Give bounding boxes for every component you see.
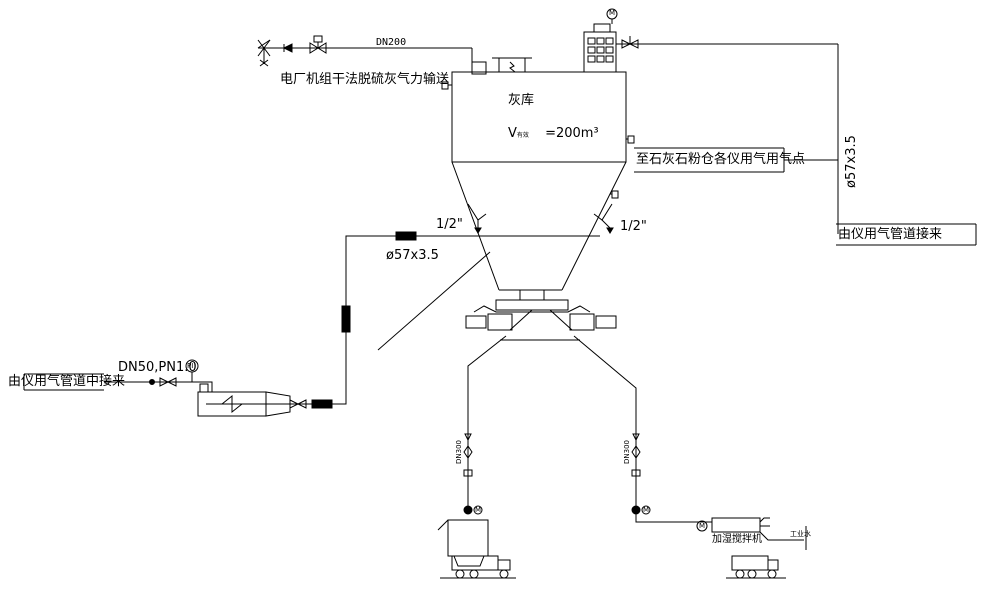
left-motor-label: M bbox=[475, 506, 482, 514]
dn50-pn-label: DN50,PN1.0 bbox=[118, 360, 197, 375]
silo-volume-value: =200m³ bbox=[545, 126, 599, 141]
air-heater-icon bbox=[197, 383, 291, 417]
silo-name-label: 灰库 bbox=[508, 93, 535, 108]
label-box-limestone bbox=[634, 147, 785, 173]
ash-silo bbox=[451, 61, 627, 291]
pressure-relief-valve-icon bbox=[492, 57, 532, 73]
dn200-check-valve-icon bbox=[282, 43, 293, 53]
right-discharge-line bbox=[573, 335, 712, 523]
nozzle-right-icon bbox=[593, 203, 614, 234]
nozzle-right-label: 1/2" bbox=[620, 219, 647, 234]
right-motor-label: M bbox=[643, 506, 650, 514]
dn300-left-label: DN300 bbox=[455, 440, 463, 464]
discharge-assembly bbox=[465, 289, 617, 341]
left-discharge-line bbox=[437, 335, 507, 567]
right-tanker-truck-icon bbox=[726, 555, 786, 579]
process-water-label: 工业水 bbox=[790, 530, 811, 538]
silo-volume-sub: 有效 bbox=[516, 132, 529, 139]
dn200-gate-valve-icon bbox=[309, 35, 327, 54]
silo-volume-prefix: V bbox=[508, 126, 517, 141]
power-plant-feed-label: 电厂机组干法脱硫灰气力输送 bbox=[280, 72, 450, 87]
aeration-air-line-left bbox=[206, 231, 494, 409]
label-box-instrument-air-right bbox=[836, 223, 977, 246]
pi-tag-label: PI bbox=[187, 362, 194, 370]
humidifier-mixer-label: 加湿搅拌机 bbox=[712, 534, 762, 545]
instrument-air-line-left bbox=[23, 359, 213, 392]
process-water-line bbox=[759, 526, 807, 550]
pipe-spec-left-label: ø57x3.5 bbox=[386, 248, 439, 263]
fan-motor-label: M bbox=[609, 9, 616, 17]
air-valve-right-icon bbox=[621, 36, 639, 49]
left-tanker-truck-icon bbox=[440, 555, 516, 579]
dn300-right-label: DN300 bbox=[623, 440, 631, 464]
dn200-label: DN200 bbox=[376, 37, 407, 48]
dn200-conveying-line bbox=[257, 39, 473, 67]
instrument-air-from-left-label: 由仪用气管道中接来 bbox=[8, 374, 126, 389]
pipe-spec-right-label: ø57x3.5 bbox=[844, 135, 859, 188]
limestone-supply-label: 至石灰石粉仓各仪用气用气点 bbox=[636, 152, 806, 167]
humidifier-mixer-icon bbox=[696, 517, 770, 533]
instrument-air-from-right-label: 由仪用气管道接来 bbox=[838, 227, 943, 242]
instrument-air-line-right bbox=[616, 43, 839, 234]
fan-motor-icon bbox=[606, 8, 618, 24]
level-instrument-icons bbox=[441, 81, 635, 199]
nozzle-left-label: 1/2" bbox=[436, 217, 463, 232]
bag-filter-icon bbox=[583, 23, 617, 73]
mixer-motor-label: M bbox=[699, 522, 706, 530]
silo-volume-label: V有效 =200m³ bbox=[508, 127, 599, 140]
